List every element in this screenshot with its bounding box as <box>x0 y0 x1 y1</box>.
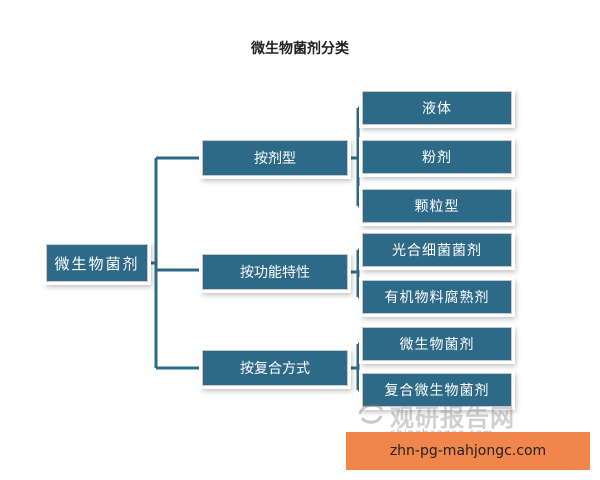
leaf-node-compound-microbial-agent: 复合微生物菌剂 <box>362 373 512 407</box>
leaf-node-organic-decomposer: 有机物料腐熟剂 <box>362 280 512 314</box>
leaf-node-photosynthetic-bacteria: 光合细菌菌剂 <box>362 233 512 267</box>
category-node-dosage-form: 按剂型 <box>202 140 348 176</box>
bottom-banner[interactable]: zhn-pg-mahjongc.com <box>346 432 590 470</box>
watermark-swirl-icon <box>358 403 384 424</box>
diagram-title: 微生物菌剂分类 <box>251 41 349 57</box>
root-node: 微生物菌剂 <box>46 244 148 282</box>
category-node-compound: 按复合方式 <box>202 350 348 386</box>
category-node-function: 按功能特性 <box>202 254 348 290</box>
leaf-node-liquid: 液体 <box>362 91 512 125</box>
leaf-node-granule: 颗粒型 <box>362 189 512 223</box>
watermark-logo-text: 观研报告网 <box>390 404 515 432</box>
leaf-node-microbial-agent: 微生物菌剂 <box>362 327 512 361</box>
leaf-node-powder: 粉剂 <box>362 140 512 174</box>
